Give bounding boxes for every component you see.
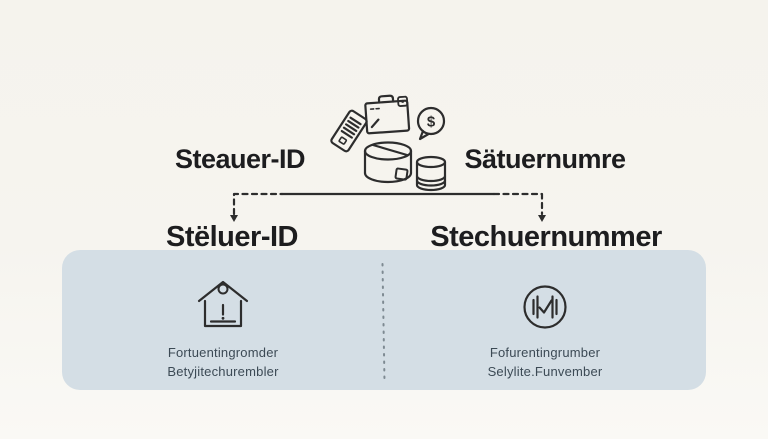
smartphone-receipt-icon xyxy=(330,109,368,153)
panel-right-caption-line1: Fofurentingrumber xyxy=(489,345,601,360)
circle-check-bars-icon xyxy=(523,285,567,329)
panel-left-caption: Fortuentingromder Betyjitechurembler xyxy=(167,344,278,381)
info-panel: Fortuentingromder Betyjitechurembler Fof… xyxy=(62,250,706,390)
top-heading-right: Sätuernumre xyxy=(464,144,626,174)
icon-cluster: $ xyxy=(330,94,447,192)
dollar-glyph: $ xyxy=(427,114,436,131)
connector-left-dashed-corner xyxy=(232,192,284,216)
branch-connector xyxy=(230,192,546,222)
pot-cylinder-icon xyxy=(363,141,413,184)
top-heading-left: Steauer-ID xyxy=(174,144,306,174)
connector-right-dashed-corner xyxy=(492,192,544,216)
panel-right-column: Fofurentingrumber Selylite.Funvember xyxy=(384,250,706,390)
briefcase-icon xyxy=(364,94,411,135)
coin-stack-icon xyxy=(415,155,447,192)
connector-right-arrowhead xyxy=(538,215,546,222)
house-exclamation-icon xyxy=(197,280,249,328)
panel-right-caption-line2: Selylite.Funvember xyxy=(487,363,603,379)
connector-left-arrowhead xyxy=(230,215,238,222)
dollar-speech-bubble-icon: $ xyxy=(416,106,446,141)
panel-left-caption-line2: Betyjitechurembler xyxy=(167,363,279,379)
panel-left-caption-line1: Fortuentingromder xyxy=(167,345,279,360)
panel-divider-dotted xyxy=(381,263,386,383)
panel-left-column: Fortuentingromder Betyjitechurembler xyxy=(62,250,384,390)
branch-heading-right: Stechuernummer xyxy=(430,221,662,253)
panel-right-caption: Fofurentingrumber Selylite.Funvember xyxy=(488,344,603,381)
branch-heading-left: Stëluer-ID xyxy=(166,221,298,253)
